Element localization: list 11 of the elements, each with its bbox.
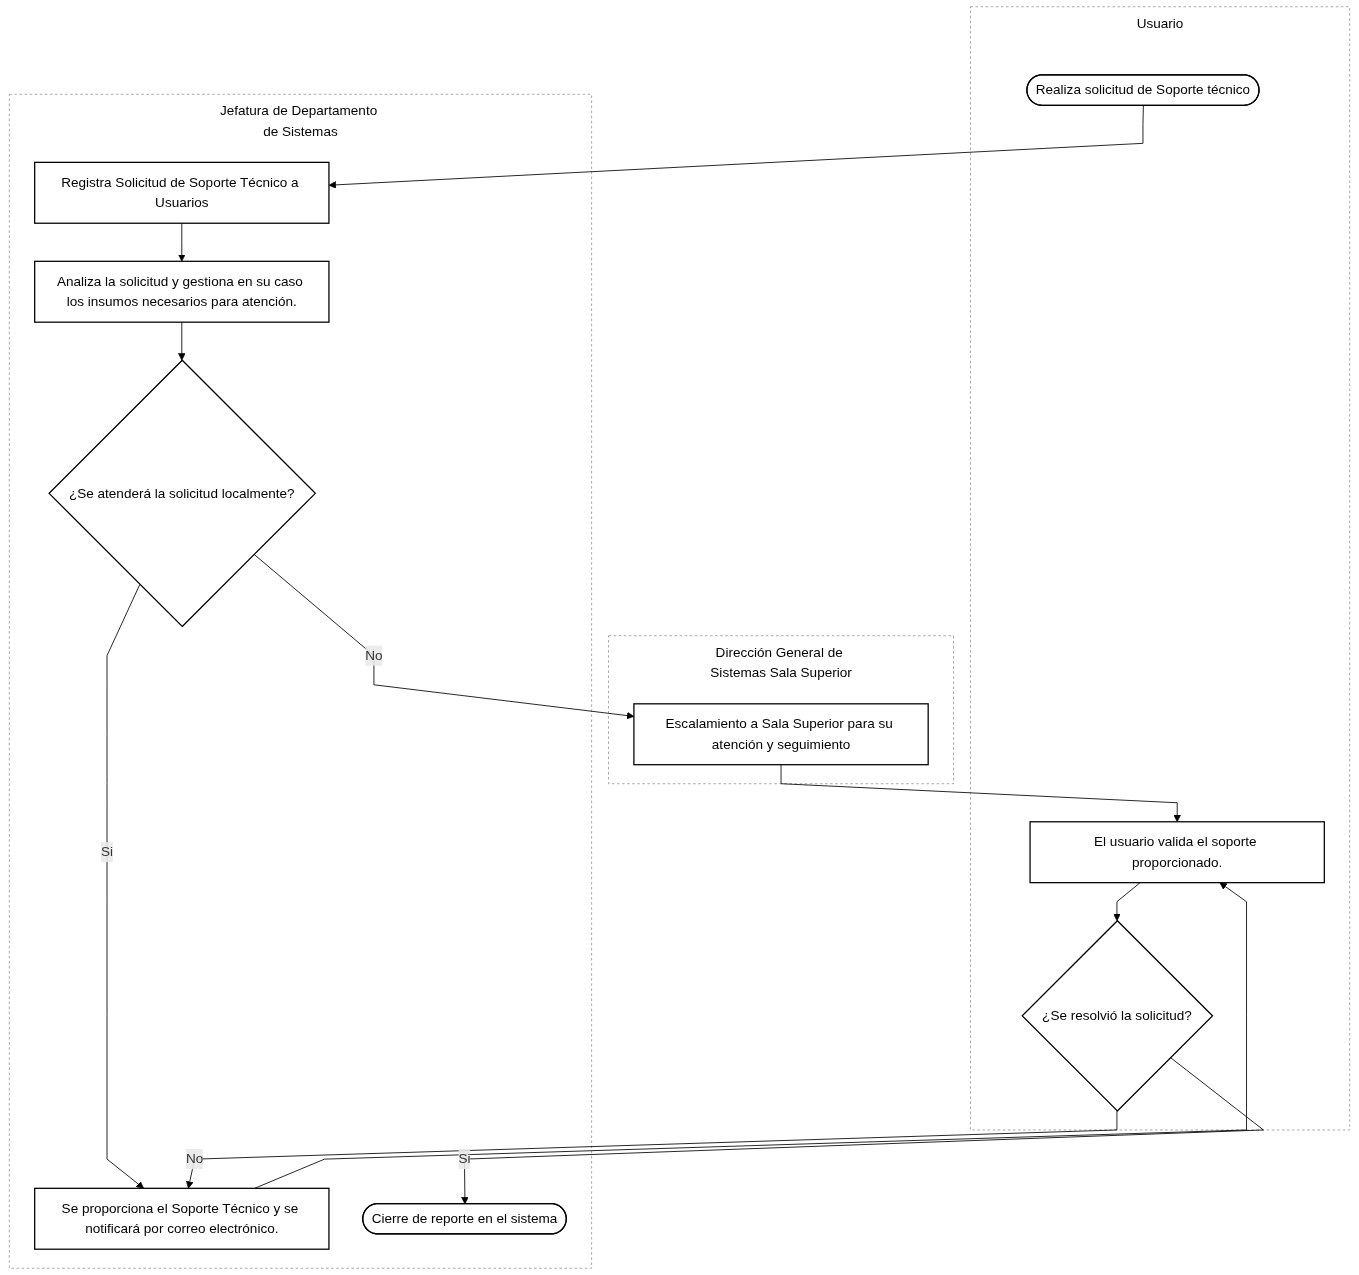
edge-label: No <box>365 648 383 663</box>
node-box: Analiza la solicitud y gestiona en su caso los insumos necesarios para atención. <box>34 260 330 323</box>
node-box: Registra Solicitud de Soporte Técnico a Usuarios <box>34 161 330 224</box>
node-box: Escalamiento a Sala Superior para su atención y seguimiento <box>633 703 929 766</box>
node-diamond: ¿Se atenderá la solicitud localmente? <box>48 359 317 628</box>
edge-label: Si <box>101 844 114 859</box>
node-box: Se proporciona el Soporte Técnico y se notificará por correo electrónico. <box>34 1187 330 1250</box>
node-box: El usuario valida el soporte proporcionado. <box>1029 821 1325 884</box>
edge-label: Si <box>458 1151 471 1166</box>
node-diamond: ¿Se resolvió la solicitud? <box>1021 919 1214 1112</box>
edge-label: No <box>185 1151 204 1166</box>
